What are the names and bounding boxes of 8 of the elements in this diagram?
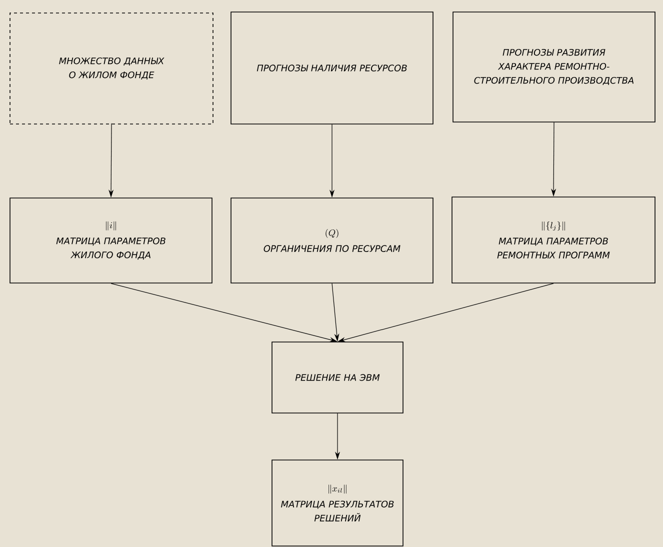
process-box: РЕШЕНИЕ НА ЭВМ <box>272 342 404 414</box>
process-box: $\|\{l_j\}\|$ МАТРИЦА ПАРАМЕТРОВ РЕМОНТНЫХ ПРОГРАММ <box>452 196 656 284</box>
process-box: ПРОГНОЗЫ РАЗВИТИЯ ХАРАКТЕРА РЕМОНТНО-СТРОИТЕЛЬНОГО ПРОИЗВОДСТВА <box>452 12 656 122</box>
process-box: $(Q)$ ОРГАНИЧЕНИЯ ПО РЕСУРСАМ <box>230 198 434 284</box>
data-box: МНОЖЕСТВО ДАННЫХ О ЖИЛОМ ФОНДЕ <box>10 12 214 124</box>
process-box: $\|x_{il}\|$ МАТРИЦА РЕЗУЛЬТАТОВ РЕШЕНИЙ <box>272 460 404 546</box>
process-box: ПРОГНОЗЫ НАЛИЧИЯ РЕСУРСОВ <box>230 12 434 124</box>
process-box: $\|i\|$ МАТРИЦА ПАРАМЕТРОВ ЖИЛОГО ФОНДА <box>10 198 212 284</box>
